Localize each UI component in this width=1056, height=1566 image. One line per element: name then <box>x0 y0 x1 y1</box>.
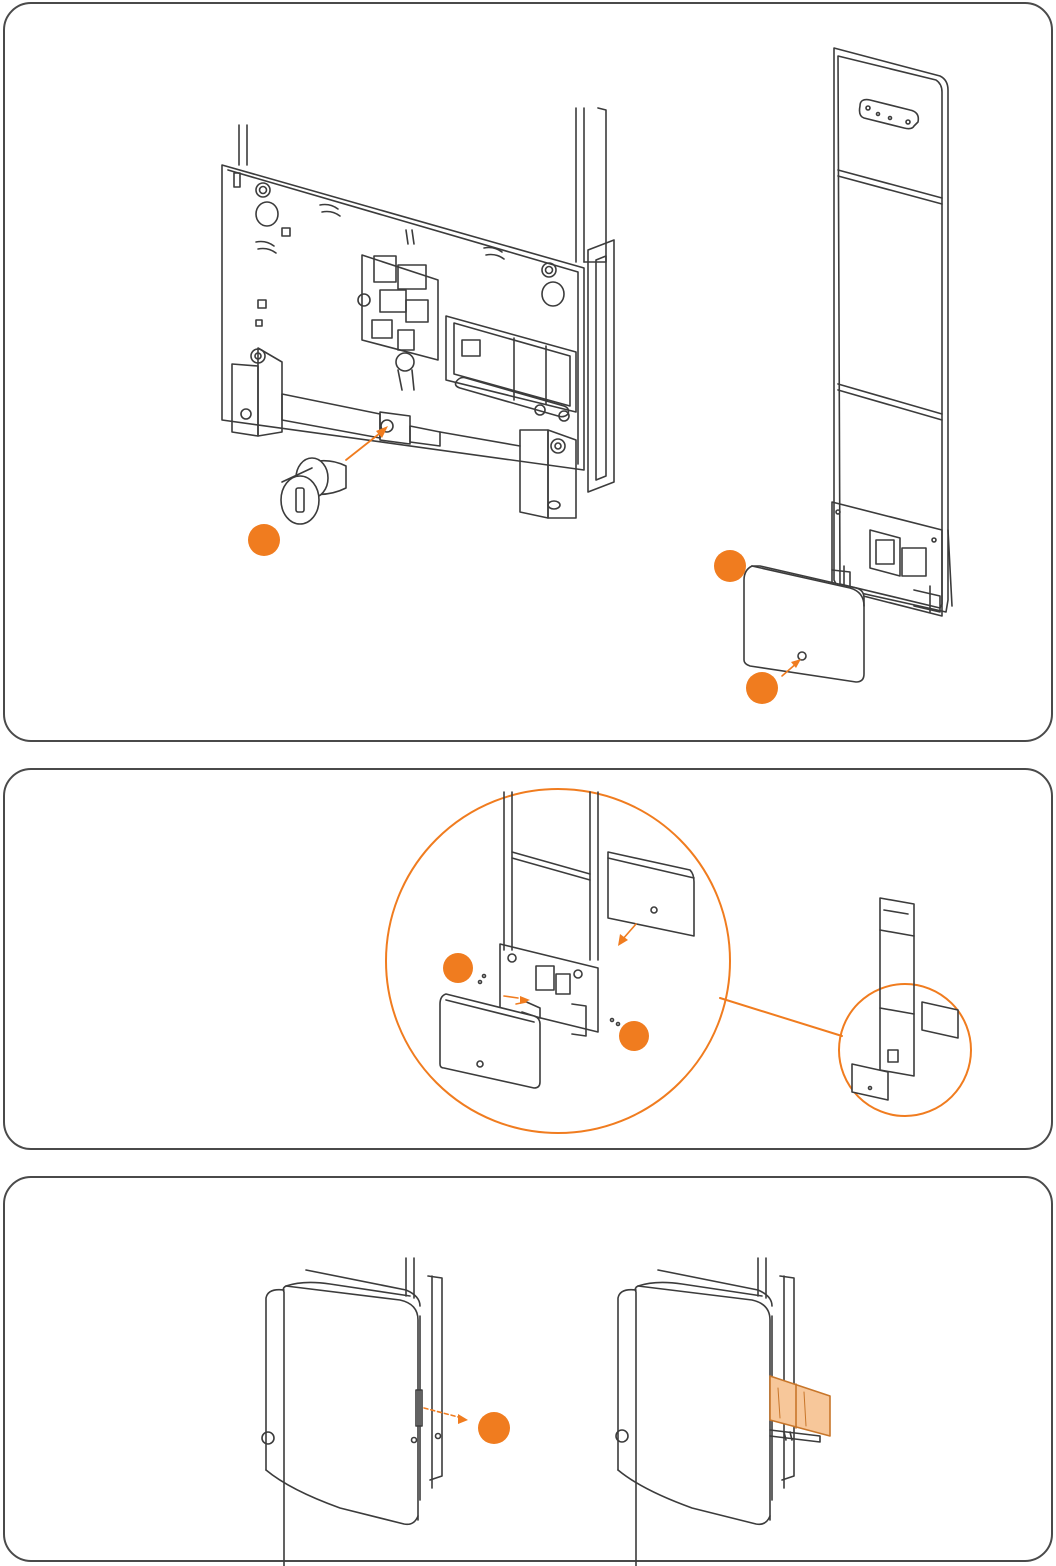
housing-right <box>616 1258 794 1566</box>
left-cover-arrow-a <box>504 996 518 998</box>
tower-housing-icon <box>832 48 952 616</box>
mounting-plate <box>222 108 614 518</box>
cover-plate-icon <box>744 566 864 682</box>
marker-left-screw <box>443 953 473 983</box>
magnified-left-cover <box>440 994 540 1088</box>
housing-left <box>262 1258 442 1566</box>
marker-right-screw <box>619 1021 649 1051</box>
marker-cover <box>714 550 746 582</box>
magnified-right-cover <box>608 852 694 936</box>
marker-label-insert <box>478 1412 510 1444</box>
label-card-icon <box>770 1376 830 1442</box>
overview-tower <box>852 898 958 1100</box>
magnified-tower <box>479 792 620 1036</box>
label-insert-arrowhead <box>458 1414 468 1424</box>
lock-cylinder-icon <box>281 458 346 524</box>
label-insert-arrow <box>424 1408 462 1418</box>
marker-screw <box>746 672 778 704</box>
marker-lock <box>248 524 280 556</box>
